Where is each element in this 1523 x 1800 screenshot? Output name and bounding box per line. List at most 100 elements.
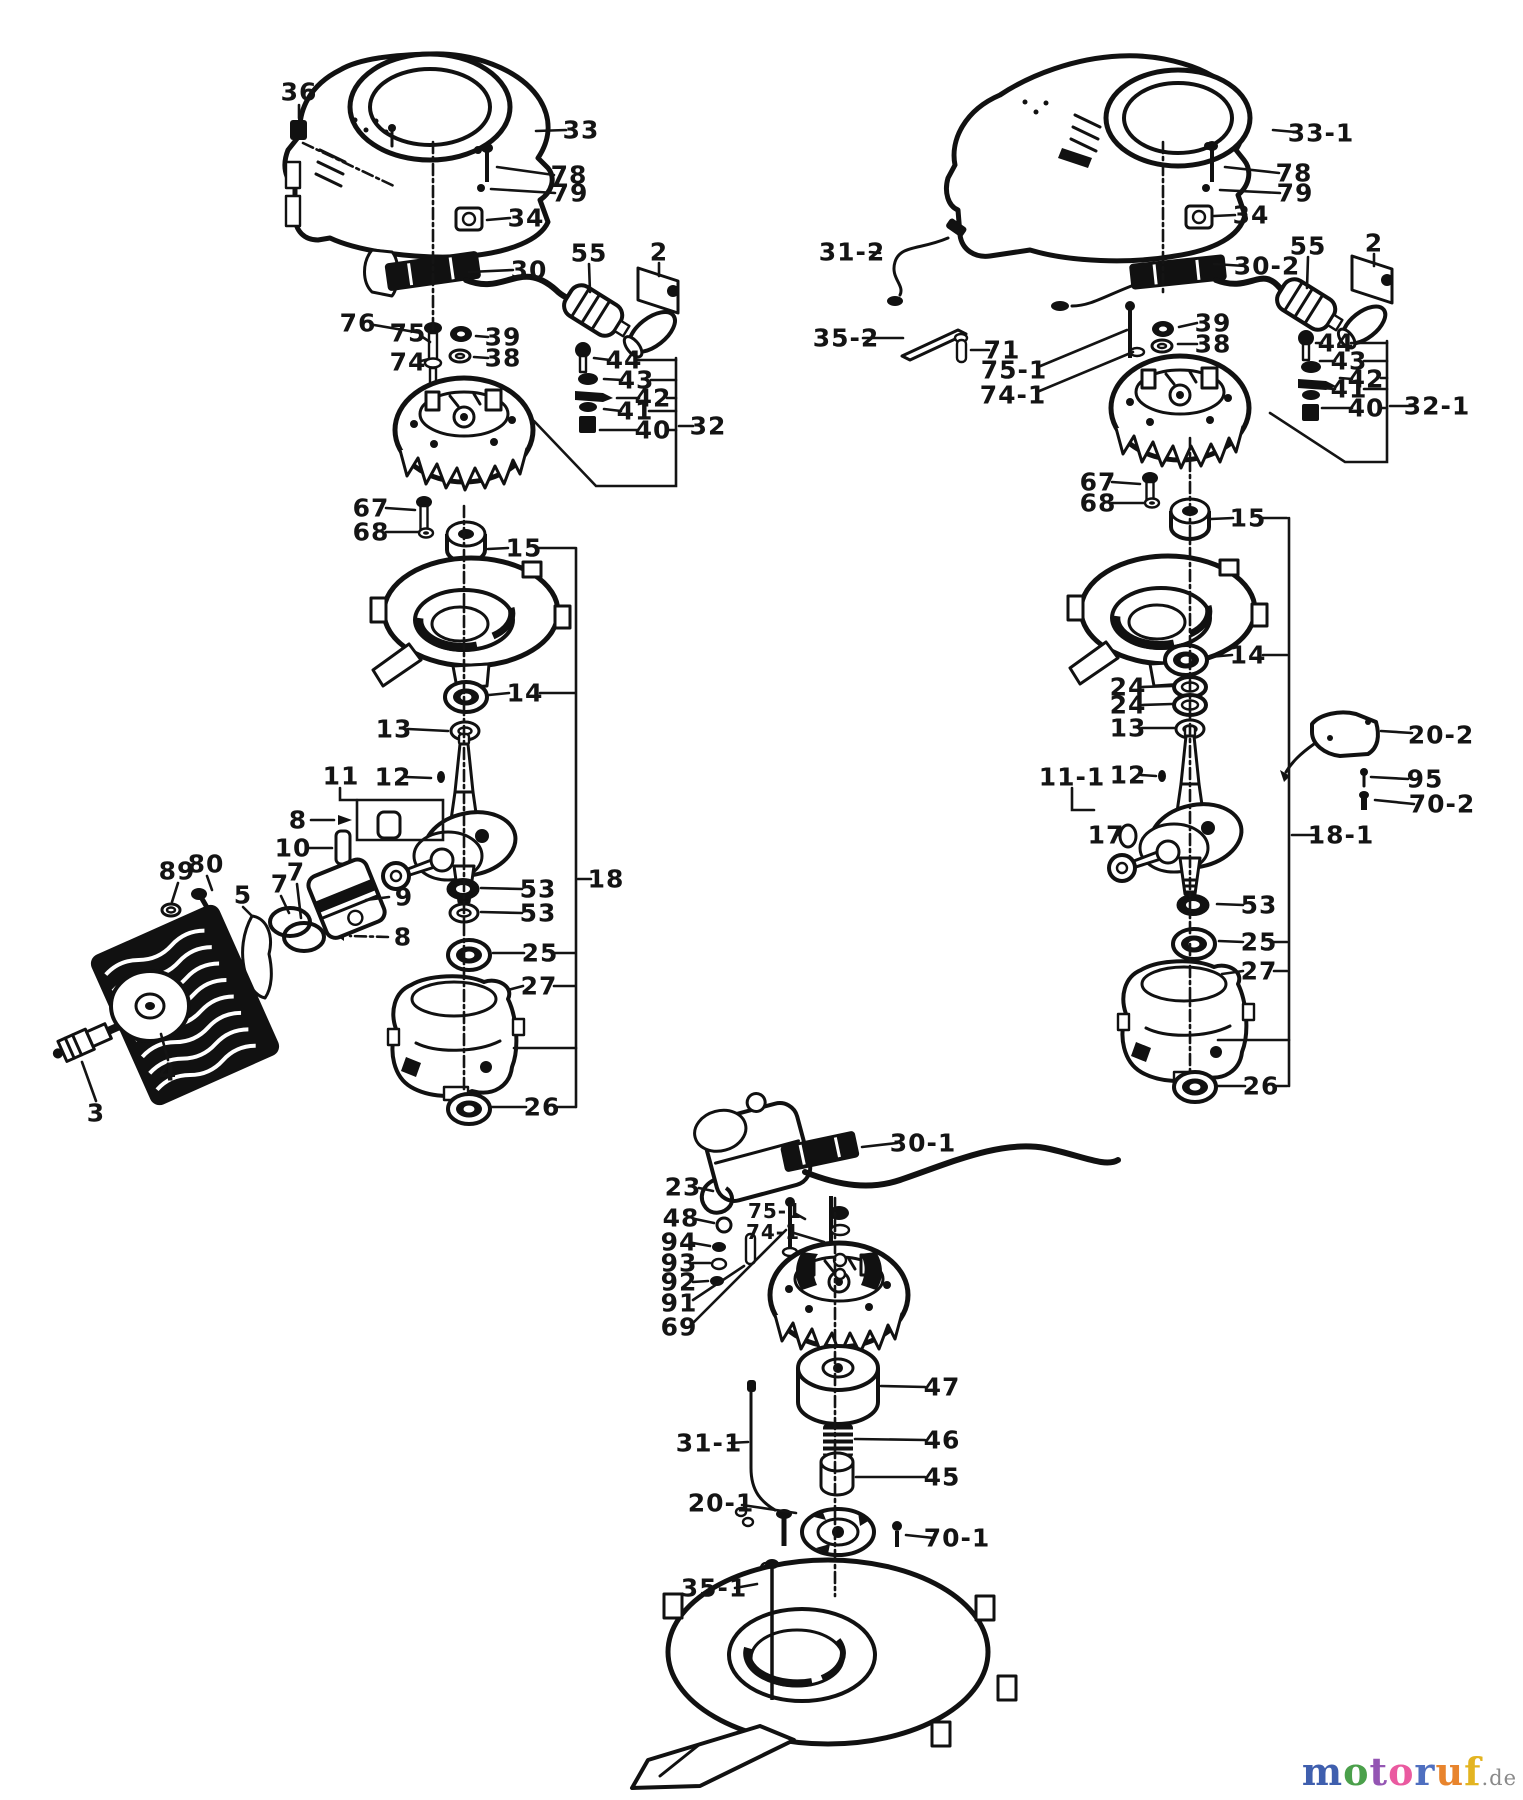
leader-line-9 bbox=[364, 895, 391, 902]
part-number-68: 68 bbox=[353, 518, 390, 547]
part-number-25: 25 bbox=[1241, 928, 1278, 957]
leader-line-42 bbox=[1338, 376, 1354, 381]
leader-line-7 bbox=[279, 894, 291, 915]
part-number-4: 4 bbox=[159, 1058, 177, 1087]
leader-line-48 bbox=[693, 1217, 716, 1225]
part-number-41: 41 bbox=[617, 397, 654, 426]
leader-line-14 bbox=[487, 691, 511, 697]
leader-line-38 bbox=[472, 355, 490, 360]
leader-line-7 bbox=[295, 882, 303, 920]
leader-line-15 bbox=[1209, 516, 1235, 521]
part-number-40: 40 bbox=[635, 416, 672, 445]
part-number-3: 3 bbox=[87, 1099, 105, 1128]
screw-70-1-icon bbox=[892, 1521, 902, 1547]
leader-line-75 bbox=[419, 334, 432, 344]
part-number-40: 40 bbox=[1348, 394, 1385, 423]
part-number-67: 67 bbox=[353, 494, 390, 523]
part-number-15: 15 bbox=[506, 534, 543, 563]
leader-line-12 bbox=[404, 775, 433, 780]
part-number-68: 68 bbox=[1080, 489, 1117, 518]
part-number-13: 13 bbox=[376, 715, 413, 744]
part-number-44: 44 bbox=[606, 346, 643, 375]
leader-line-27 bbox=[1220, 969, 1245, 976]
leader-line-34 bbox=[485, 216, 512, 222]
watermark-logo: motoruf.de bbox=[1302, 1749, 1517, 1794]
part-number-11-1: 11-1 bbox=[1039, 763, 1106, 792]
part-number-35-2: 35-2 bbox=[813, 324, 880, 353]
leader-line-24 bbox=[1140, 684, 1174, 689]
leader-line-74-1 bbox=[1035, 350, 1135, 394]
crankshaft-icon bbox=[1107, 724, 1250, 906]
leader-line-76 bbox=[372, 323, 423, 335]
leader-line-75-1 bbox=[1036, 328, 1129, 369]
leader-line-12 bbox=[1139, 773, 1158, 778]
leader-line-94 bbox=[691, 1241, 712, 1248]
part-number-12: 12 bbox=[1110, 761, 1147, 790]
leader-line-80 bbox=[205, 874, 214, 892]
bearing-14-icon bbox=[443, 680, 489, 714]
part-number-75-1: 75-1 bbox=[748, 1199, 802, 1223]
part-number-18-1: 18-1 bbox=[1308, 821, 1375, 850]
generator-coil-30-1-icon bbox=[780, 1131, 860, 1172]
leader-line-78 bbox=[495, 165, 556, 177]
part-number-76: 76 bbox=[340, 309, 377, 338]
recoil-case-icon bbox=[371, 558, 570, 688]
bearing-25-icon bbox=[446, 938, 492, 972]
leader-line-55 bbox=[1305, 255, 1310, 290]
leader-line-47 bbox=[879, 1384, 927, 1389]
leader-line-67 bbox=[1110, 480, 1142, 486]
plug-boot-2-icon bbox=[622, 266, 680, 359]
flywheel-icon bbox=[1111, 356, 1249, 468]
part-number-8: 8 bbox=[289, 806, 307, 835]
crankpin-11-icon bbox=[376, 810, 402, 840]
part-number-53: 53 bbox=[1241, 891, 1278, 920]
part-number-79: 79 bbox=[552, 179, 589, 208]
part-number-36: 36 bbox=[281, 78, 318, 107]
leader-line-41 bbox=[1320, 386, 1337, 391]
leader-line-20-1 bbox=[740, 1503, 798, 1515]
leader-line-36 bbox=[301, 141, 398, 189]
leader-line-39 bbox=[1177, 321, 1199, 329]
nut-39-washer-38-icon bbox=[448, 326, 472, 364]
leader-line-27 bbox=[506, 984, 525, 992]
piston-rings-7-icon bbox=[268, 906, 326, 953]
leader-line-30-1 bbox=[860, 1141, 899, 1149]
part-number-30-2: 30-2 bbox=[1234, 252, 1301, 281]
clamp-34-icon bbox=[1184, 204, 1214, 230]
starter-pulley-47-icon bbox=[796, 1344, 880, 1426]
leader-line-55 bbox=[587, 262, 592, 294]
part-number-33: 33 bbox=[563, 116, 600, 145]
leader-line-92 bbox=[691, 1279, 710, 1284]
part-number-18: 18 bbox=[588, 865, 625, 894]
clamp-34-icon bbox=[454, 206, 484, 232]
magneto-windows-icon bbox=[796, 1252, 882, 1290]
bolt-75-74-icon bbox=[423, 322, 443, 388]
part-number-32: 32 bbox=[690, 412, 727, 441]
part-number-94: 94 bbox=[661, 1228, 698, 1257]
leader-line-70-2 bbox=[1373, 798, 1416, 806]
leader-line-44 bbox=[592, 356, 612, 362]
leader-line-41 bbox=[602, 407, 623, 413]
part-number-38: 38 bbox=[1195, 330, 1232, 359]
part-number-17: 17 bbox=[1088, 821, 1125, 850]
part-number-74-1: 74-1 bbox=[980, 381, 1047, 410]
part-number-43: 43 bbox=[1331, 347, 1368, 376]
leader-line-34 bbox=[1212, 213, 1237, 218]
bracket-line bbox=[355, 798, 445, 842]
leader-line-13 bbox=[406, 727, 450, 733]
starter-motor-icon bbox=[693, 1092, 813, 1203]
spark-plug-lead-icon bbox=[463, 273, 631, 338]
part-number-31-1: 31-1 bbox=[676, 1429, 743, 1458]
part-number-38: 38 bbox=[485, 344, 522, 373]
leader-line-31-2 bbox=[868, 250, 882, 255]
leader-line-20-2 bbox=[1379, 729, 1414, 735]
small-hardware-48-94-93-92-icon bbox=[710, 1216, 733, 1286]
watermark-letter: f bbox=[1464, 1749, 1482, 1794]
fan-housing-icon bbox=[282, 51, 555, 260]
part-number-92: 92 bbox=[661, 1268, 698, 1297]
part-number-71: 71 bbox=[984, 336, 1021, 365]
leader-line-24 bbox=[1140, 702, 1174, 707]
part-number-67: 67 bbox=[1080, 468, 1117, 497]
part-number-24: 24 bbox=[1110, 673, 1147, 702]
